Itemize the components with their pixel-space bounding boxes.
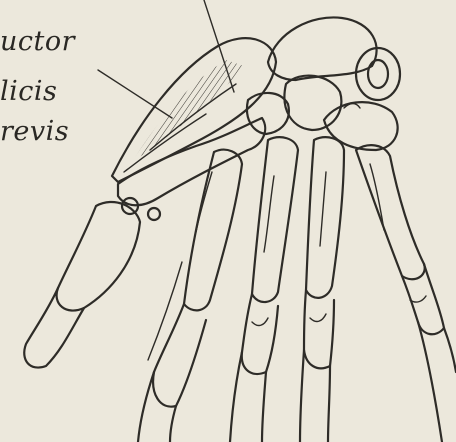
thumb-bones — [24, 118, 265, 368]
ring-finger-bones — [300, 137, 344, 442]
leader-line-label — [98, 70, 172, 118]
little-finger-bones — [356, 145, 456, 442]
muscle-abductor-pollicis-brevis — [112, 38, 276, 182]
index-finger-bones — [138, 150, 242, 442]
